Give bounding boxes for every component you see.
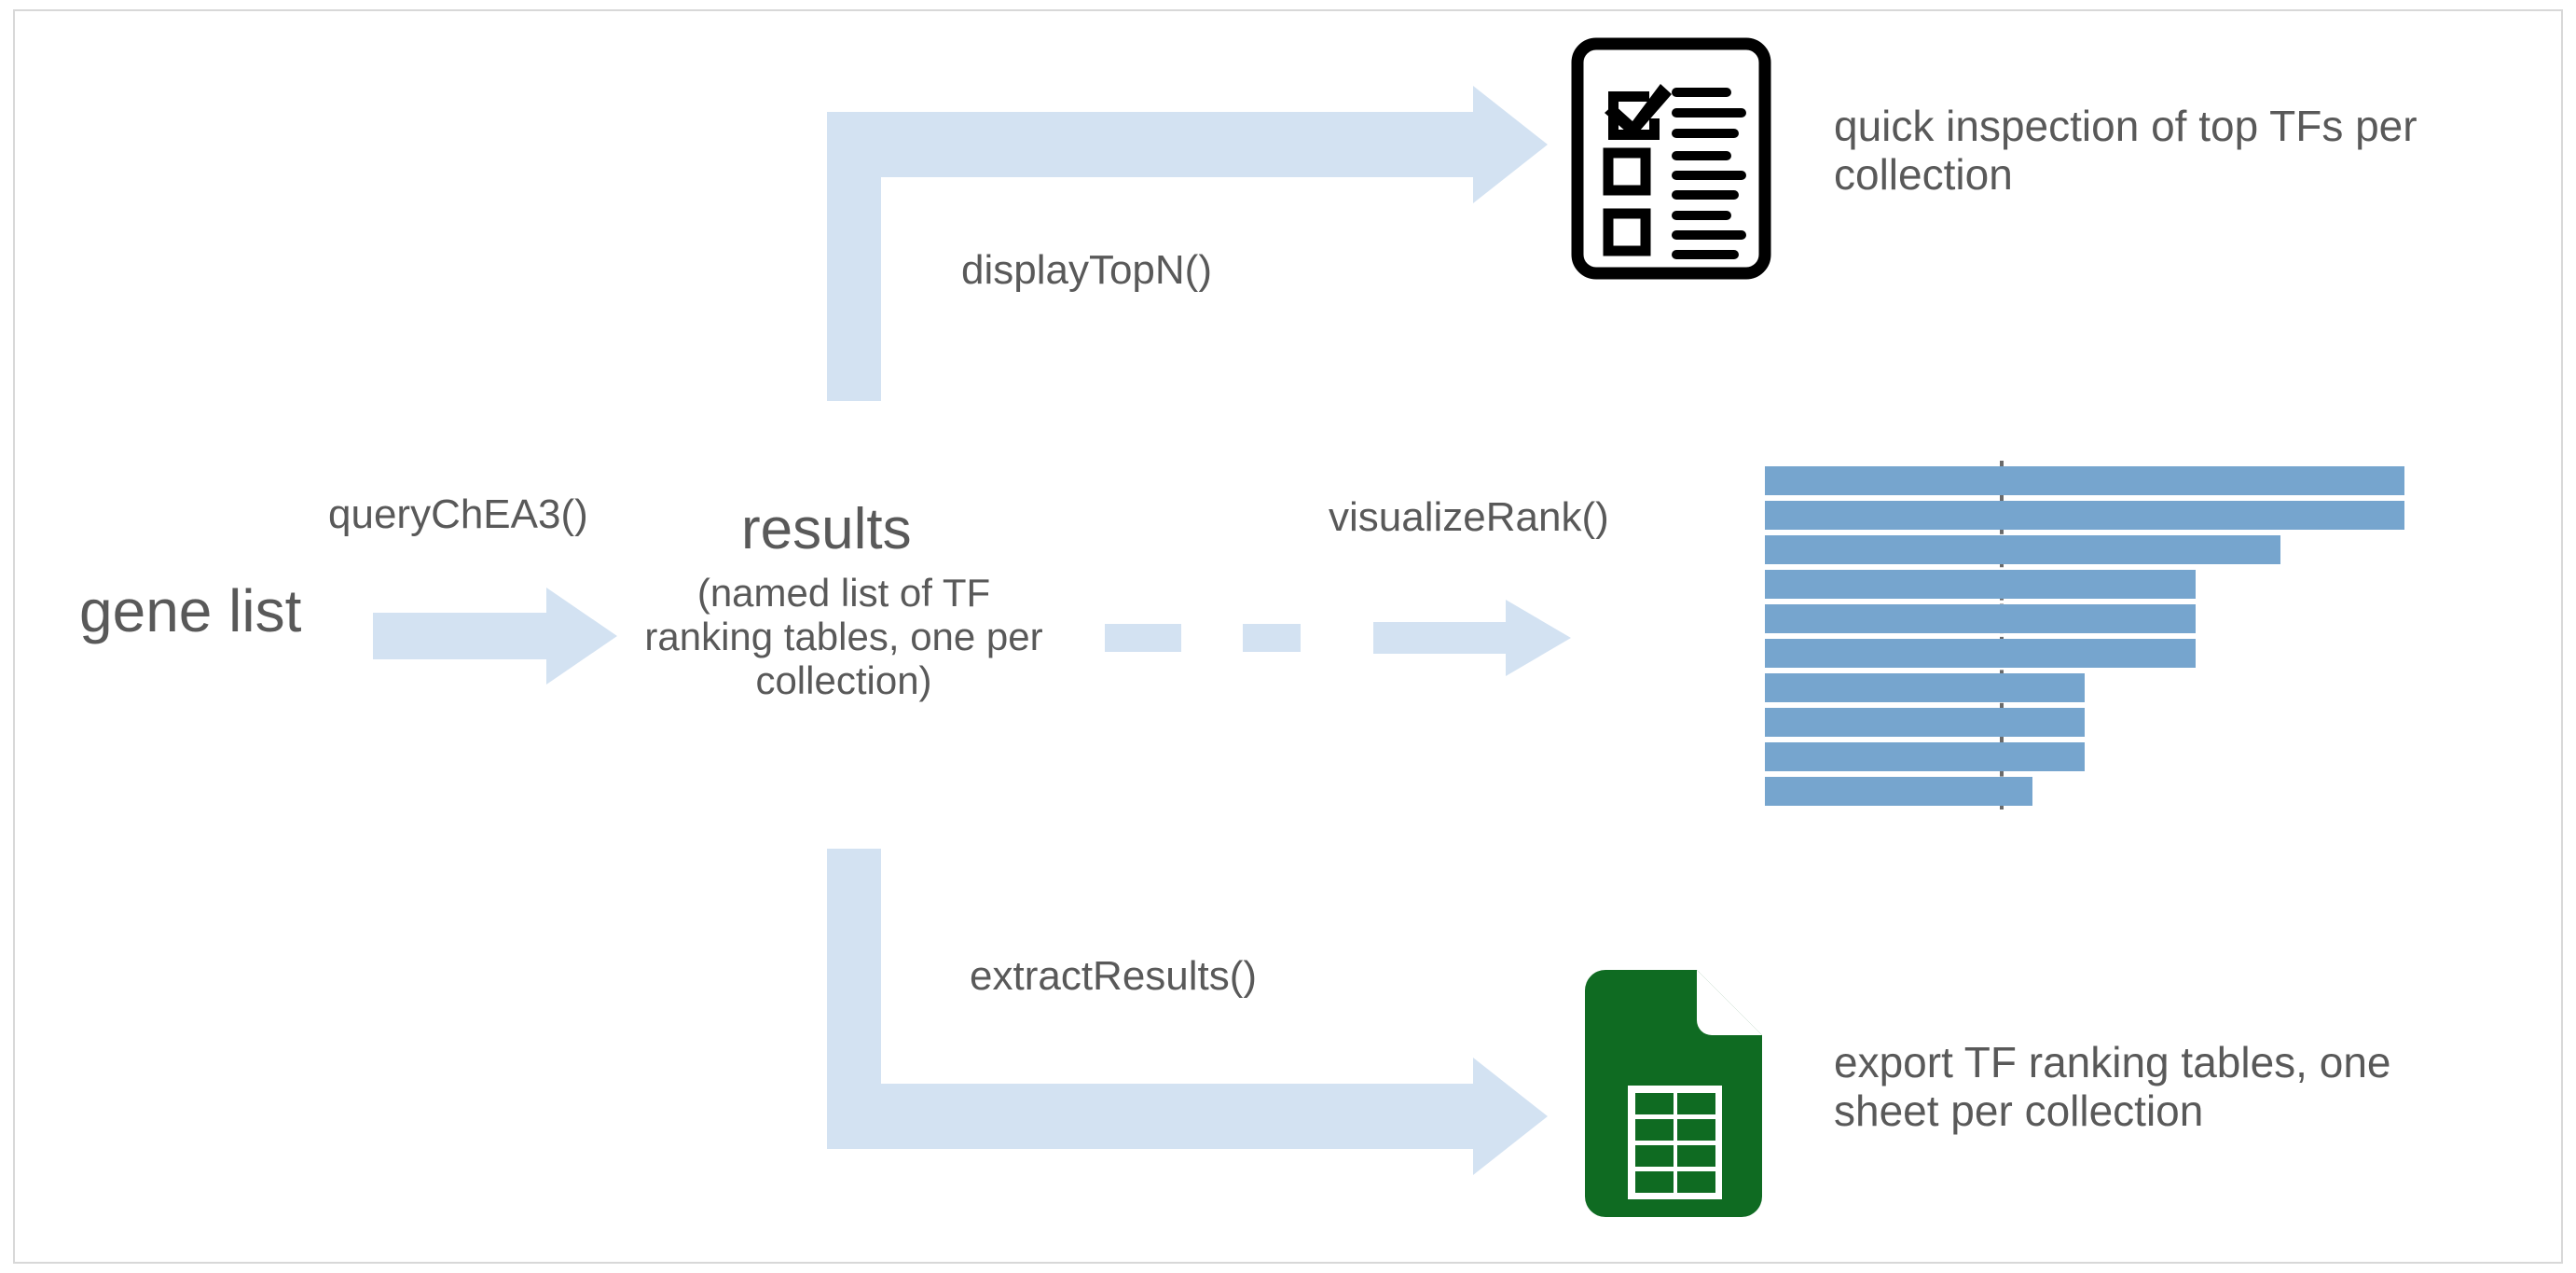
results-subtitle: (named list of TF ranking tables, one pe… <box>644 571 1043 703</box>
chart-bar <box>1765 501 2404 530</box>
display-top-n-function-label: displayTopN() <box>961 247 1212 293</box>
bar-chart-icon <box>1765 461 2418 809</box>
query-arrow <box>373 588 617 685</box>
chart-bar <box>1765 639 2196 668</box>
checklist-document-icon <box>1571 37 1771 280</box>
gene-list-label: gene list <box>79 577 302 644</box>
chart-bar-row <box>1765 466 2418 495</box>
display-top-n-arrow <box>827 86 1548 401</box>
chart-bar <box>1765 708 2085 737</box>
chart-bar-row <box>1765 673 2418 702</box>
chart-bar <box>1765 742 2085 771</box>
extract-results-function-label: extractResults() <box>970 953 1258 999</box>
extract-results-arrow <box>827 849 1548 1175</box>
chart-bar <box>1765 673 2085 702</box>
chart-bar <box>1765 604 2196 633</box>
chart-bar-row <box>1765 708 2418 737</box>
chart-bar <box>1765 570 2196 599</box>
chart-bar-row <box>1765 570 2418 599</box>
spreadsheet-document-icon <box>1585 970 1762 1217</box>
results-title: results <box>741 497 912 561</box>
chart-bar-row <box>1765 501 2418 530</box>
chart-bar-row <box>1765 604 2418 633</box>
chart-bar-row <box>1765 535 2418 564</box>
chart-bar-row <box>1765 777 2418 806</box>
visualize-rank-arrow <box>1105 600 1571 676</box>
visualize-rank-function-label: visualizeRank() <box>1329 494 1609 540</box>
query-function-label: queryChEA3() <box>328 491 588 537</box>
chart-bar-row <box>1765 742 2418 771</box>
chart-bar <box>1765 535 2280 564</box>
quick-inspection-caption: quick inspection of top TFs per collecti… <box>1834 102 2418 199</box>
chart-reference-line <box>2000 461 2004 809</box>
chart-bar <box>1765 466 2404 495</box>
chart-bar <box>1765 777 2032 806</box>
export-tables-caption: export TF ranking tables, one sheet per … <box>1834 1038 2391 1135</box>
chart-bar-row <box>1765 639 2418 668</box>
